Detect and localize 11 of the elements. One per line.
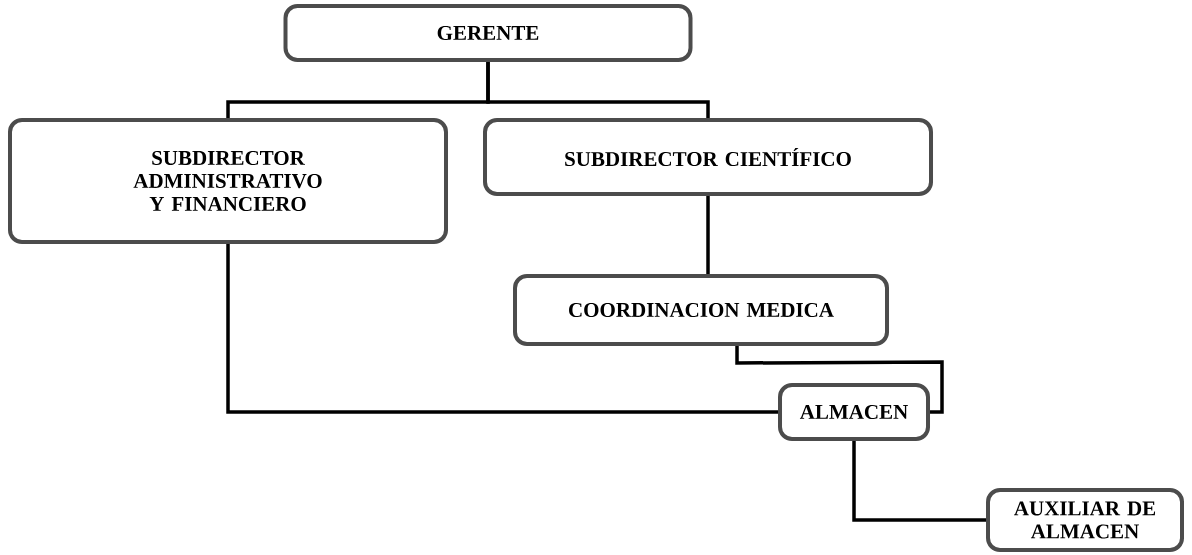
org-box: AUXILIAR DE ALMACEN <box>986 488 1184 552</box>
org-box: COORDINACION MEDICA <box>513 274 889 346</box>
org-box: SUBDIRECTOR CIENTÍFICO <box>483 118 933 196</box>
org-box: GERENTE <box>283 4 693 62</box>
org-box: ALMACEN <box>778 383 930 441</box>
connector-line <box>706 196 710 274</box>
connector-line <box>226 244 778 414</box>
connector-line <box>852 441 986 522</box>
connector-line <box>735 346 944 414</box>
org-box: SUBDIRECTOR ADMINISTRATIVO Y FINANCIERO <box>8 118 448 244</box>
connector-line <box>486 62 710 118</box>
